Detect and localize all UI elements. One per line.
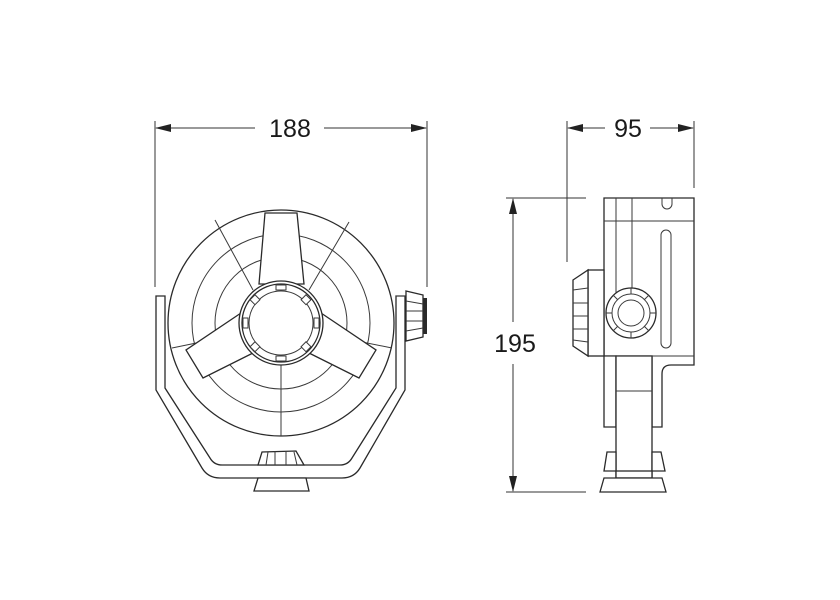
height-label: 195 (494, 330, 536, 358)
depth-label: 95 (614, 115, 642, 143)
width-dimension: 188 (154, 115, 428, 287)
pivot-knob-icon (605, 287, 657, 339)
fan-blades-icon (185, 212, 377, 379)
width-label: 188 (269, 115, 311, 143)
front-knob-icon (572, 268, 605, 358)
foot-icon (599, 451, 667, 493)
height-dimension: 195 (494, 197, 586, 493)
hub-icon (238, 280, 324, 366)
depth-dimension: 95 (566, 115, 695, 262)
bottom-knob-icon (253, 450, 310, 492)
side-view (572, 197, 695, 493)
slot-icon (660, 229, 672, 349)
front-view (155, 209, 427, 492)
blade-top (258, 212, 305, 285)
side-knob-icon (396, 290, 427, 342)
